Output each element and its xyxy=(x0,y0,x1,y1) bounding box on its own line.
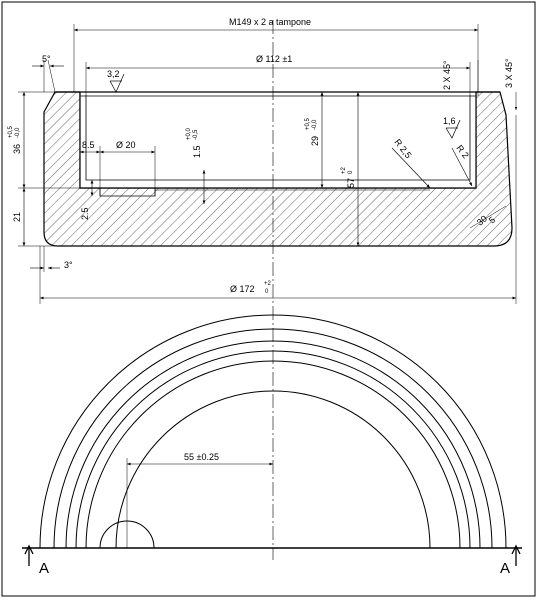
outer-diameter-label: Ø 172 xyxy=(230,284,255,294)
height-2-5-label: 2.5 xyxy=(80,207,90,220)
chamfer-a-label: 2 X 45° xyxy=(442,60,452,90)
roughness-symbol-inner xyxy=(445,119,461,139)
section-arrow-right xyxy=(511,544,521,566)
plan-arc-outer xyxy=(39,314,507,549)
dim-8-5-label: 8.5 xyxy=(82,140,95,150)
section-arrow-left xyxy=(24,544,34,566)
section-label-left: A xyxy=(39,560,49,577)
roughness-inner-label: 1,6 xyxy=(443,116,456,126)
roughness-symbol-top xyxy=(109,73,125,93)
chamfer-b-label: 3 X 45° xyxy=(504,58,514,88)
angle-top-label: 5° xyxy=(42,54,51,64)
height-36-tol-lower: -0,0 xyxy=(15,127,21,138)
height-36-label: 36 xyxy=(12,144,22,154)
plan-arc-4 xyxy=(75,350,471,549)
plan-view: 55 ±0.25 A A xyxy=(22,314,522,577)
recess-inner-wall xyxy=(85,95,471,181)
height-29-tol-upper: +0,5 xyxy=(305,117,311,130)
height-29-tol-lower: -0,0 xyxy=(312,119,318,130)
section-view: M149 x 2 a tampone Ø 112 ±1 3,2 1,6 5° 3… xyxy=(8,17,518,560)
plan-arc-5 xyxy=(85,360,461,549)
angle-bottom-label: 3° xyxy=(64,260,73,270)
height-29-label: 29 xyxy=(310,136,320,146)
inner-diameter-label: Ø 112 ±1 xyxy=(256,54,292,64)
small-diameter-label: Ø 20 xyxy=(116,140,136,150)
radius-dim-label: 55 ±0.25 xyxy=(184,452,219,462)
plan-arc-3 xyxy=(65,340,481,549)
height-57-tol-lower: 0 xyxy=(348,170,354,174)
recess-wall xyxy=(79,92,477,189)
radius-a-leader xyxy=(391,147,431,189)
height-21-label: 21 xyxy=(12,212,22,222)
outer-diameter-tol-lower: 0 xyxy=(265,289,269,295)
height-1-5-tol-lower: -0,5 xyxy=(193,129,199,140)
radius-b-leader xyxy=(451,147,473,187)
section-recess xyxy=(80,92,476,188)
height-57-tol-upper: +2 xyxy=(341,166,347,174)
plan-arc-2 xyxy=(53,328,493,549)
angle-top-ext xyxy=(47,59,56,93)
corner-leader xyxy=(469,205,507,229)
height-1-5-tol-upper: +0,0 xyxy=(186,127,192,140)
roughness-top-label: 3,2 xyxy=(107,69,120,79)
height-57-label: 57 xyxy=(346,178,356,188)
section-label-right: A xyxy=(500,560,510,577)
corner-5-label: 5 xyxy=(487,215,497,226)
thread-label: M149 x 2 a tampone xyxy=(229,17,311,27)
height-1-5-label: 1.5 xyxy=(192,145,202,158)
plan-arc-inner xyxy=(115,390,431,549)
outer-diameter-tol-upper: +2 xyxy=(264,281,272,287)
height-36-tol-upper: +0,5 xyxy=(8,125,14,138)
corner-30-label: 30 xyxy=(475,213,489,227)
